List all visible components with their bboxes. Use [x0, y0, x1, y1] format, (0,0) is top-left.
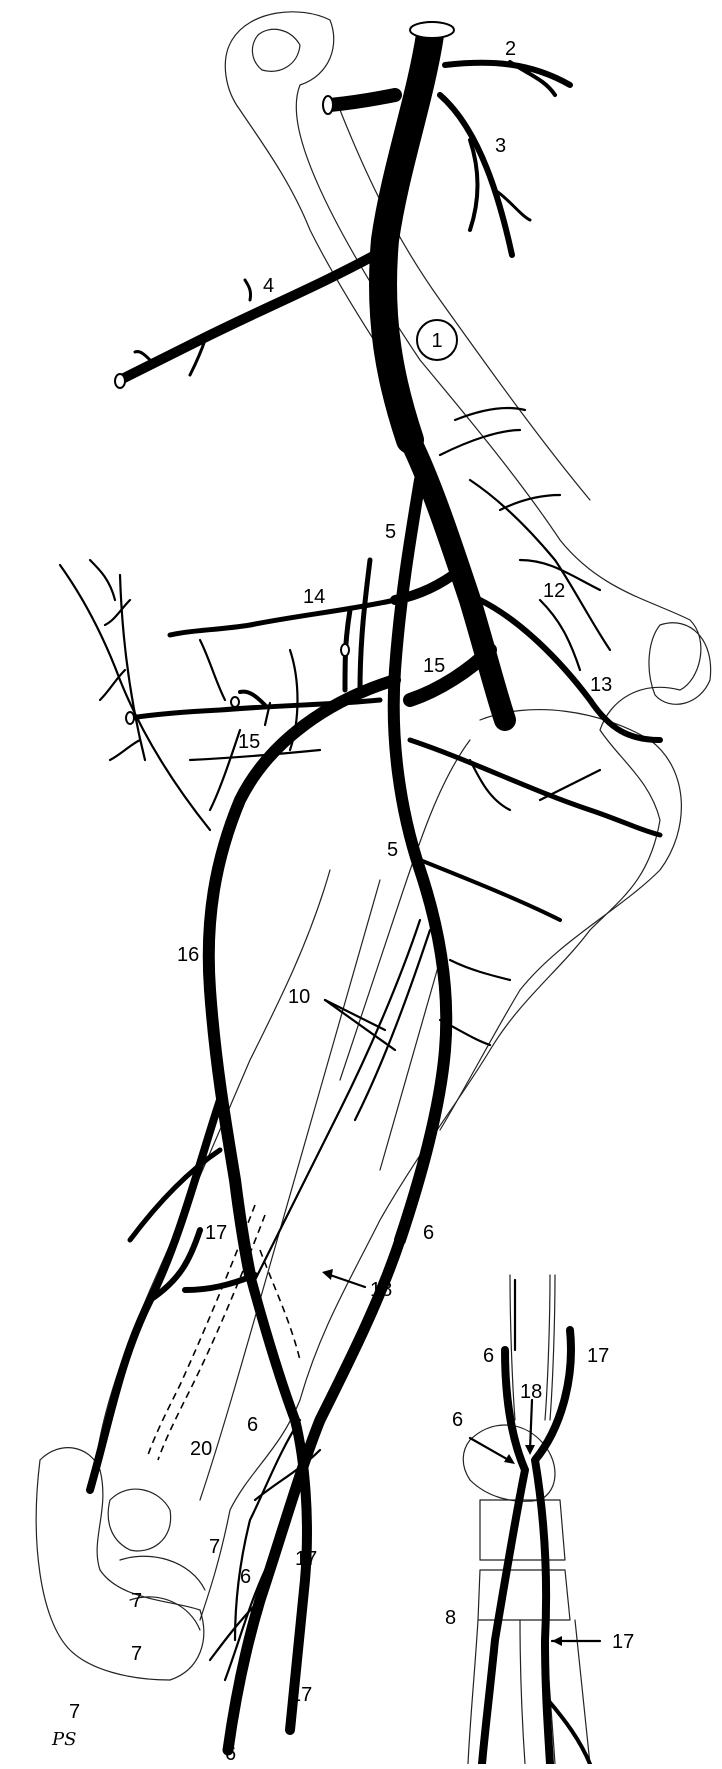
labels: 1 2 3 4 5 5 6 6 6 6 6 6 7 7 7 7 8 10 12 … — [69, 38, 634, 1764]
label-4: 4 — [263, 275, 274, 297]
label-6-main: 6 — [423, 1222, 434, 1244]
artery-15 — [130, 700, 380, 718]
label-15-left: 15 — [238, 731, 260, 753]
label-15-right: 15 — [423, 655, 445, 677]
artist-signature: PS — [51, 1729, 76, 1750]
humerus-head-outline — [649, 623, 711, 705]
label-2: 2 — [505, 38, 516, 60]
label-7-middle: 7 — [131, 1590, 142, 1612]
label-3: 3 — [495, 135, 506, 157]
artery-6 — [228, 1240, 400, 1750]
label-6-inset-lower: 6 — [452, 1409, 463, 1431]
label-5-upper: 5 — [385, 521, 396, 543]
label-17-middle: 17 — [295, 1548, 317, 1570]
label-14: 14 — [303, 586, 325, 608]
label-16: 16 — [177, 944, 199, 966]
main-artery — [60, 22, 660, 1750]
label-17-upper: 17 — [205, 1222, 227, 1244]
branch-2 — [445, 63, 570, 85]
label-17-inset-upper: 17 — [587, 1345, 609, 1367]
inset-artery-6 — [482, 1350, 525, 1764]
label-10: 10 — [288, 986, 310, 1008]
label-20: 20 — [190, 1438, 212, 1460]
label-6-bottom: 6 — [225, 1743, 236, 1764]
label-13: 13 — [590, 674, 612, 696]
branch-4 — [120, 255, 375, 380]
label-7-upper: 7 — [209, 1536, 220, 1558]
label-18-inset: 18 — [520, 1381, 542, 1403]
label-12: 12 — [543, 580, 565, 602]
label-6-lower: 6 — [247, 1414, 258, 1436]
label-6-inset-upper: 6 — [483, 1345, 494, 1367]
label-5-lower: 5 — [387, 839, 398, 861]
label-8: 8 — [445, 1607, 456, 1629]
label-7-lower: 7 — [131, 1643, 142, 1665]
scapula-outline — [200, 12, 701, 1620]
label-6-foot: 6 — [240, 1566, 251, 1588]
label-1: 1 — [431, 330, 442, 352]
label-17-inset-lower: 17 — [612, 1631, 634, 1653]
label-7-bottom: 7 — [69, 1701, 80, 1723]
label-17-bottom: 17 — [290, 1684, 312, 1706]
vessel-10 — [250, 920, 420, 1290]
label-18-main: 18 — [370, 1279, 392, 1301]
